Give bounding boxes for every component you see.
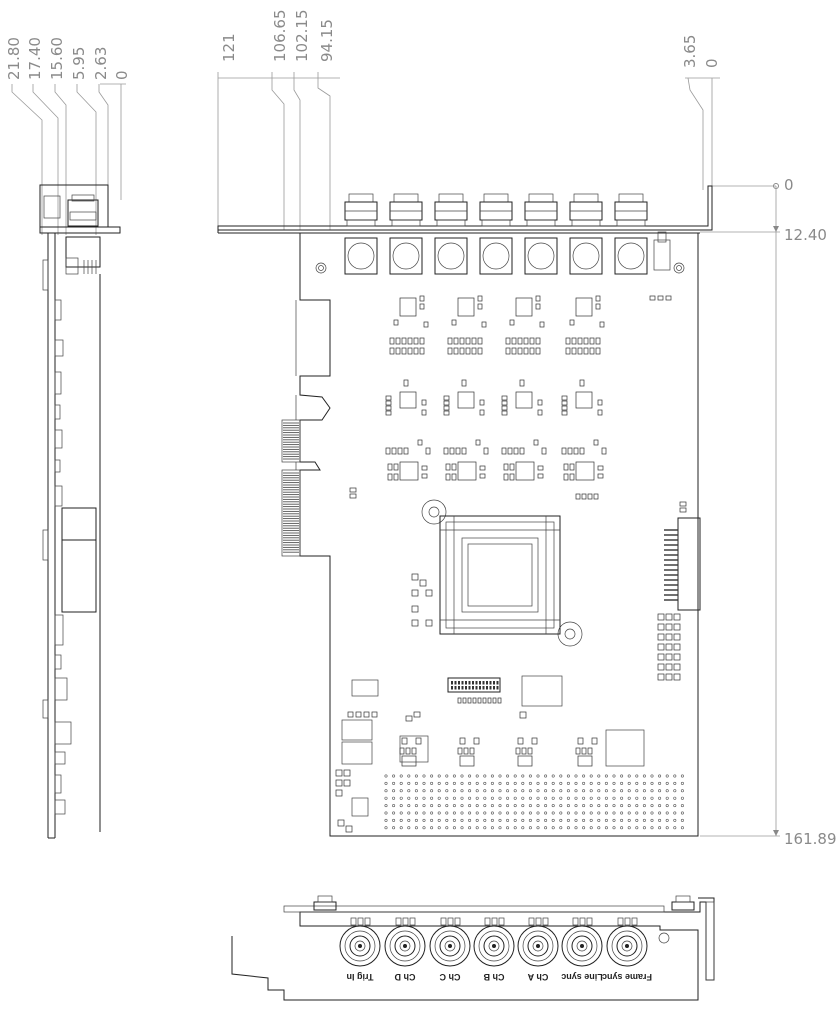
bracket-bnc-line-sync: Line sync [561,917,603,982]
side-dim-2-63: 2.63 [92,47,110,80]
top-dim-106-65: 106.65 [271,10,289,63]
side-screw-thread [83,260,97,274]
pcie-fingers [283,422,299,553]
top-dim-3-65: 3.65 [681,35,699,68]
top-dim-94-15: 94.15 [318,19,336,62]
bracket-bnc-ch-a: Ch A [517,917,559,982]
side-dim-0: 0 [113,70,131,80]
right-dim-161-89: 161.89 [784,830,837,848]
bracket-label-line-sync: Line sync [561,972,603,982]
bracket-bnc-ch-d: Ch D [384,917,426,982]
bracket-bnc-trig-in: Trig In [339,917,381,982]
top-dim-102-15: 102.15 [293,10,311,63]
side-dim-17-40: 17.40 [26,37,44,80]
bracket-bnc-ch-b: Ch B [473,917,515,982]
bracket-label-ch-c: Ch C [439,972,460,982]
via-grid [384,774,684,830]
heatsink-frame [421,499,583,647]
bracket-bnc-ch-c: Ch C [429,917,471,982]
bracket-screws [313,895,695,911]
side-dim-15-60: 15.60 [48,37,66,80]
right-dim-12-40: 12.40 [784,226,827,244]
top-dim-121: 121 [220,33,238,62]
bracket-label-ch-a: Ch A [527,972,548,982]
side-dim-5-95: 5.95 [70,47,88,80]
bracket-label-trig-in: Trig In [347,972,374,982]
component-pads [335,295,687,833]
right-dim-0: 0 [784,176,794,194]
header-pins [664,529,678,601]
bnc-row-top [344,193,648,275]
top-view: 121 106.65 102.15 94.15 3.65 0 0 12.40 1… [217,10,837,848]
top-dim-0: 0 [703,58,721,68]
bracket-label-frame-sync: Frame sync [602,972,652,982]
bracket-bnc-frame-sync: Frame sync [602,917,652,982]
side-dim-21-80: 21.80 [5,37,23,80]
bracket-label-ch-d: Ch D [394,972,415,982]
bracket-label-ch-b: Ch B [483,972,504,982]
side-view: 21.80 17.40 15.60 5.95 2.63 0 [5,37,131,839]
